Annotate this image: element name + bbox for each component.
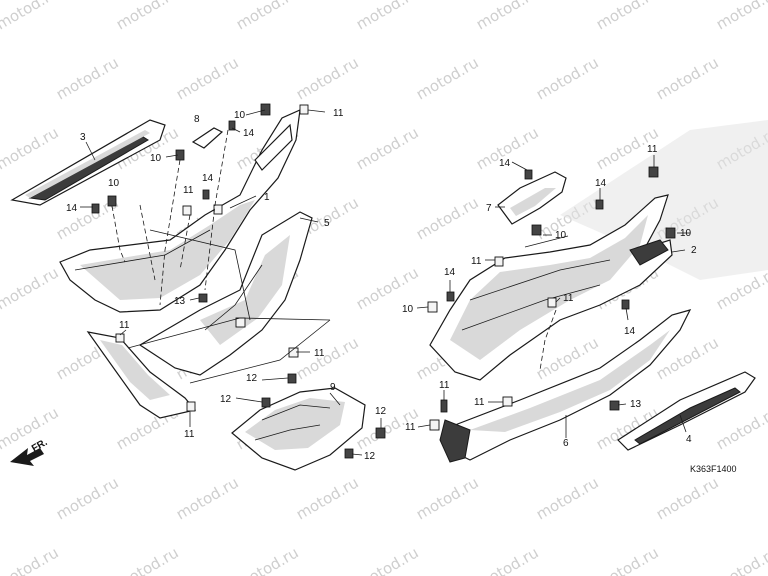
watermark-text: motod.ru	[113, 0, 182, 33]
part-2-body-cover[interactable]	[429, 194, 673, 381]
callouts: 3 8 10 11 14 10 10 11 14 1 14 5 13 11 11…	[66, 108, 697, 462]
watermark-text: motod.ru	[653, 473, 722, 523]
callout-14: 14	[499, 158, 511, 169]
callout-13: 13	[630, 399, 642, 410]
part-3-trim-strip[interactable]	[10, 119, 166, 206]
callout-12: 12	[364, 451, 376, 462]
watermark-text: motod.ru	[593, 0, 662, 33]
callout-9: 9	[330, 382, 336, 393]
watermark-text: motod.ru	[113, 543, 182, 576]
drawing-code: K363F1400	[690, 464, 737, 474]
callout-14: 14	[444, 267, 456, 278]
watermark-text: motod.ru	[353, 123, 422, 173]
direction-label: FR.	[30, 437, 50, 455]
callout-4: 4	[686, 434, 692, 445]
watermark-text: motod.ru	[53, 53, 122, 103]
callout-10: 10	[108, 178, 120, 189]
callout-1: 1	[264, 192, 270, 203]
callout-11: 11	[314, 348, 325, 359]
watermark-text: motod.ru	[0, 263, 62, 313]
callout-11: 11	[405, 422, 416, 433]
watermark-text: motod.ru	[53, 473, 122, 523]
watermark-text: motod.ru	[0, 0, 62, 33]
callout-14: 14	[243, 128, 255, 139]
callout-11: 11	[647, 144, 658, 155]
watermark-text: motod.ru	[533, 53, 602, 103]
watermark-text: motod.ru	[533, 473, 602, 523]
watermark-text: motod.ru	[233, 543, 302, 576]
left-fasteners	[91, 103, 386, 459]
callout-6: 6	[563, 438, 569, 449]
part-5-inner-cover[interactable]	[138, 211, 313, 376]
watermark-text: motod.ru	[413, 193, 482, 243]
watermark-text: motod.ru	[0, 543, 62, 576]
watermark-text: motod.ru	[713, 543, 768, 576]
part-6-lower-cover[interactable]	[439, 309, 692, 463]
callout-7: 7	[486, 203, 492, 214]
part-8-clip[interactable]	[191, 127, 224, 149]
watermark-text: motod.ru	[353, 543, 422, 576]
watermark-text: motod.ru	[473, 0, 542, 33]
watermark-text: motod.ru	[293, 473, 362, 523]
watermark-text: motod.ru	[173, 53, 242, 103]
callout-14: 14	[202, 173, 214, 184]
callout-11: 11	[474, 397, 485, 408]
callout-3: 3	[80, 132, 86, 143]
callout-10: 10	[402, 304, 414, 315]
watermark-text: motod.ru	[713, 0, 768, 33]
callout-8: 8	[194, 114, 200, 125]
watermark-text: motod.ru	[0, 123, 62, 173]
part-9-floor-plate[interactable]	[231, 387, 366, 471]
watermark-text: motod.ru	[713, 403, 768, 453]
watermark-text: motod.ru	[593, 543, 662, 576]
left-leader-lines	[80, 109, 382, 456]
watermark-text: motod.ru	[473, 543, 542, 576]
watermark-text: motod.ru	[413, 53, 482, 103]
callout-14: 14	[66, 203, 78, 214]
callout-10: 10	[150, 153, 162, 164]
callout-10: 10	[555, 230, 567, 241]
callout-11: 11	[333, 108, 344, 119]
watermark-text: motod.ru	[173, 473, 242, 523]
part-1-body-cover[interactable]	[59, 109, 301, 313]
callout-10: 10	[680, 228, 692, 239]
callout-11: 11	[184, 429, 195, 440]
callout-2: 2	[691, 245, 697, 256]
watermark-text: motod.ru	[413, 473, 482, 523]
callout-11: 11	[119, 320, 130, 331]
callout-11: 11	[439, 380, 450, 391]
watermark-text: motod.ru	[233, 0, 302, 33]
watermark-text: motod.ru	[353, 0, 422, 33]
watermark-text: motod.ru	[293, 53, 362, 103]
callout-12: 12	[375, 406, 387, 417]
part-4-trim-strip[interactable]	[617, 371, 756, 451]
watermark-text: motod.ru	[653, 53, 722, 103]
callout-13: 13	[174, 296, 186, 307]
front-direction-arrow	[10, 448, 44, 466]
right-leader-lines	[416, 155, 690, 438]
part-7-small-cover[interactable]	[497, 171, 567, 225]
callout-14: 14	[624, 326, 636, 337]
callout-11: 11	[183, 185, 194, 196]
callout-5: 5	[324, 218, 330, 229]
right-fasteners	[427, 166, 676, 431]
callout-12: 12	[246, 373, 258, 384]
callout-11: 11	[563, 293, 574, 304]
callout-10: 10	[234, 110, 246, 121]
callout-11: 11	[471, 256, 482, 267]
callout-12: 12	[220, 394, 232, 405]
callout-14: 14	[595, 178, 607, 189]
